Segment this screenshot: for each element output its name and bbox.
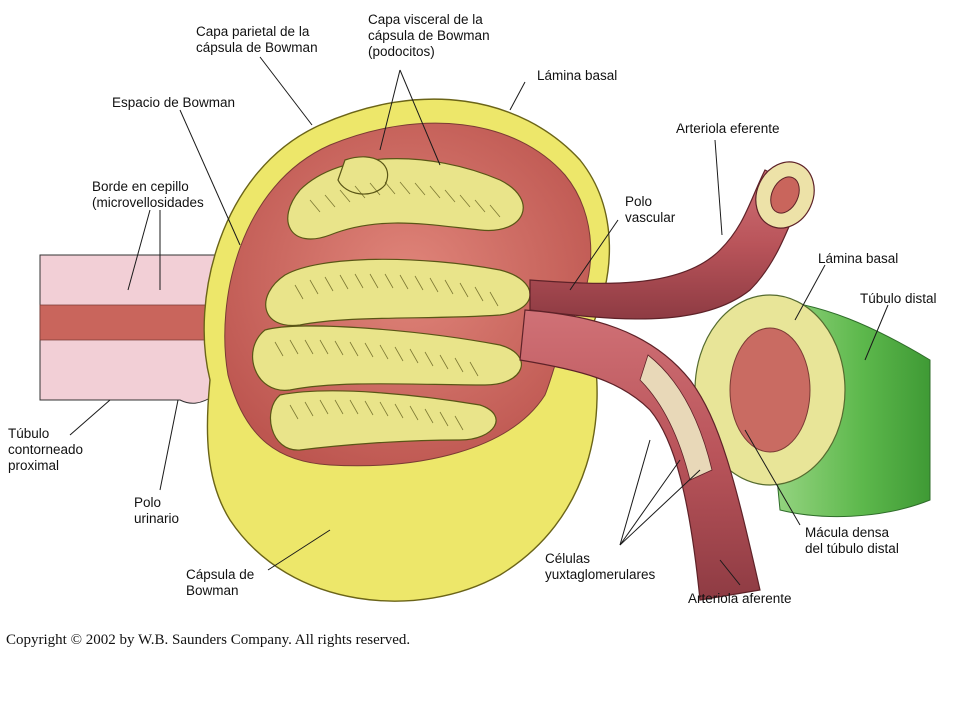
label-tubulo-proximal: Túbulo contorneado proximal bbox=[8, 426, 87, 473]
distal-tubule bbox=[694, 294, 931, 518]
label-arteriola-eferente: Arteriola eferente bbox=[676, 121, 780, 136]
label-capa-parietal: Capa parietal de la cápsula de Bowman bbox=[196, 24, 318, 55]
label-macula-densa: Mácula densa del túbulo distal bbox=[805, 525, 899, 556]
label-capsula-bowman: Cápsula de Bowman bbox=[186, 567, 258, 598]
label-leader-lines bbox=[69, 56, 889, 586]
label-borde-cepillo: Borde en cepillo (microvellosidades bbox=[92, 179, 204, 210]
podocyte-foot-processes bbox=[274, 181, 501, 431]
juxtaglomerular-cells-band bbox=[639, 354, 713, 481]
label-polo-vascular: Polo vascular bbox=[625, 194, 676, 225]
label-polo-urinario: Polo urinario bbox=[134, 495, 179, 526]
label-lamina-basal-right: Lámina basal bbox=[818, 251, 898, 266]
copyright-notice: Copyright © 2002 by W.B. Saunders Compan… bbox=[6, 632, 410, 648]
label-arteriola-aferente: Arteriola aferente bbox=[688, 591, 792, 606]
efferent-arteriole bbox=[529, 161, 815, 320]
afferent-arteriole bbox=[519, 309, 761, 601]
label-lamina-basal-top: Lámina basal bbox=[537, 68, 617, 83]
label-celulas-yuxtaglomerulares: Células yuxtaglomerulares bbox=[545, 551, 656, 582]
label-espacio-bowman: Espacio de Bowman bbox=[112, 95, 235, 110]
proximal-convoluted-tubule bbox=[39, 254, 223, 404]
label-capa-visceral: Capa visceral de la cápsula de Bowman (p… bbox=[368, 12, 493, 59]
label-tubulo-distal: Túbulo distal bbox=[860, 291, 937, 306]
glomerulus-podocytes bbox=[252, 156, 531, 451]
